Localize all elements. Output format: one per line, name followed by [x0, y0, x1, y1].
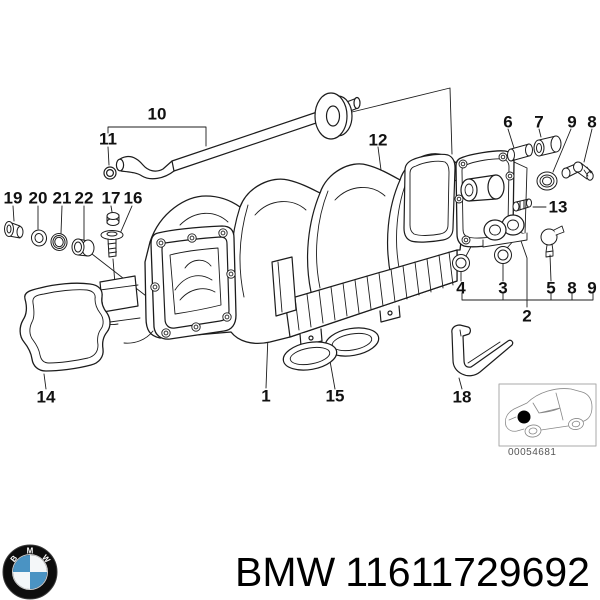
callout-18: 18	[452, 387, 472, 407]
callout-20: 20	[28, 188, 48, 208]
small-parts-left	[4, 212, 124, 258]
callout-21: 21	[52, 188, 72, 208]
callout-10: 10	[147, 104, 167, 124]
bmw-logo: B M W	[2, 544, 58, 600]
callout-19: 19	[3, 188, 23, 208]
callout-15: 15	[325, 386, 345, 406]
logo-letter-b: B	[9, 554, 20, 564]
leader-lines	[12, 87, 594, 390]
gasket-14-drawing	[19, 282, 111, 372]
logo-letter-w: W	[40, 553, 52, 565]
dipstick-tube-drawing	[103, 92, 361, 180]
callout-4: 4	[456, 278, 466, 298]
callout-7: 7	[534, 112, 544, 132]
part-location-dot	[517, 410, 531, 424]
thumbnail-code: 00054681	[508, 447, 557, 458]
callout-8: 8	[587, 112, 597, 132]
callout-6: 6	[503, 112, 513, 132]
cover-plate-drawing	[454, 150, 528, 248]
gasket-12-drawing	[403, 153, 456, 243]
brand-text: BMW	[235, 549, 336, 595]
logo-letter-m: M	[27, 547, 34, 556]
callout-16: 16	[123, 188, 143, 208]
part-number-text: 11611729692	[345, 549, 590, 595]
callout-3: 3	[498, 278, 508, 298]
callout-11: 11	[99, 129, 117, 149]
gasket-15-drawing	[282, 327, 380, 371]
bracket-18-drawing	[451, 324, 514, 377]
callout-9: 9	[567, 112, 577, 132]
callout-12: 12	[368, 130, 388, 150]
car-thumbnail	[498, 383, 597, 447]
callout-1: 1	[261, 386, 271, 406]
callout-13: 13	[548, 197, 568, 217]
callout-9: 9	[587, 278, 597, 298]
callout-17: 17	[101, 188, 121, 208]
small-parts-right	[452, 135, 594, 272]
car-outline-drawing	[505, 388, 593, 438]
callout-8: 8	[567, 278, 577, 298]
callout-5: 5	[546, 278, 556, 298]
callout-14: 14	[36, 387, 56, 407]
callout-22: 22	[74, 188, 94, 208]
callout-2: 2	[522, 306, 532, 326]
